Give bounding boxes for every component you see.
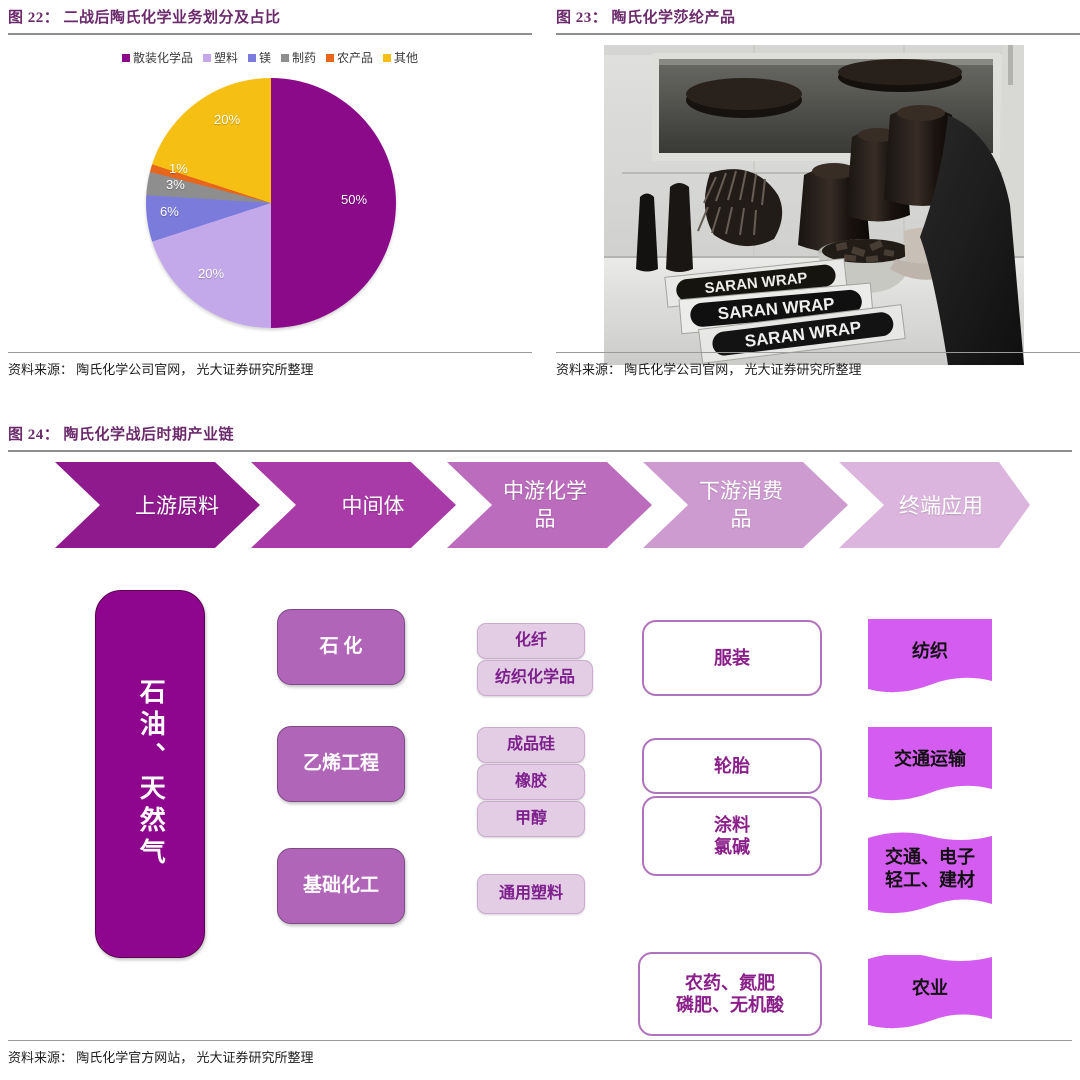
figure-22-title: 图 22： 二战后陶氏化学业务划分及占比 xyxy=(8,10,281,26)
photo-svg: SARAN WRAP SARAN WRAP SARAN WRAP xyxy=(604,45,1024,365)
chain-box-ethylene-project[interactable]: 乙烯工程 xyxy=(277,726,405,802)
figure-23-source-rule xyxy=(556,352,1080,353)
pie-slice-label-2: 6% xyxy=(160,204,179,219)
chain-box-finished-silicon[interactable]: 成品硅 xyxy=(477,727,585,763)
legend-swatch-icon xyxy=(202,53,211,62)
pie-disc xyxy=(146,78,396,328)
stage-chevron-4[interactable] xyxy=(643,462,848,548)
pie-slice-label-1: 20% xyxy=(198,266,225,281)
value-chain-stage-bar xyxy=(55,462,1030,548)
figure-24-source: 资料来源： 陶氏化学官方网站， 光大证券研究所整理 xyxy=(8,1040,1072,1067)
legend-label-0: 散装化学品 xyxy=(132,51,193,65)
stage-chevron-2[interactable] xyxy=(251,462,456,548)
chain-box-textile-chemicals[interactable]: 纺织化学品 xyxy=(477,660,593,696)
legend-swatch-icon xyxy=(326,53,335,62)
figure-24-source-rule xyxy=(8,1040,1072,1041)
chain-wave-agriculture[interactable] xyxy=(868,955,992,1039)
legend-item-1: 塑料 xyxy=(202,49,238,66)
pie-slice-label-0: 50% xyxy=(341,192,368,207)
legend-label-1: 塑料 xyxy=(213,51,238,65)
chain-box-coatings-line-1: 涂料 xyxy=(714,814,750,835)
chain-wave-transport-electronics[interactable] xyxy=(868,832,992,924)
stage-chevron-5[interactable] xyxy=(839,462,1030,548)
legend-swatch-icon xyxy=(121,53,130,62)
figure-22: 图 22： 二战后陶氏化学业务划分及占比 散装化学品 塑料 镁 制药 农 xyxy=(8,6,532,338)
figure-22-source-text: 资料来源： 陶氏化学公司官网， 光大证券研究所整理 xyxy=(8,362,314,377)
figure-23-source: 资料来源： 陶氏化学公司官网， 光大证券研究所整理 xyxy=(556,352,1080,379)
figure-24-rule xyxy=(8,450,1072,452)
saran-wrap-photo: SARAN WRAP SARAN WRAP SARAN WRAP xyxy=(604,45,1024,365)
figure-22-source-rule xyxy=(8,352,532,353)
chain-box-methanol[interactable]: 甲醇 xyxy=(477,801,585,837)
chain-wave-textile[interactable] xyxy=(868,619,992,703)
legend-label-2: 镁 xyxy=(258,51,271,65)
legend-swatch-icon xyxy=(383,53,392,62)
legend-item-5: 其他 xyxy=(383,49,418,66)
chain-wave-transport[interactable] xyxy=(868,727,992,811)
chain-box-coatings-line-2: 氯碱 xyxy=(714,837,750,857)
chain-box-agrochemicals-line-2: 磷肥、无机酸 xyxy=(676,995,784,1015)
legend-label-5: 其他 xyxy=(394,51,419,65)
figure-23: 图 23： 陶氏化学莎纶产品 xyxy=(556,6,1080,375)
figure-24: 图 24： 陶氏化学战后时期产业链 xyxy=(8,423,1072,452)
legend-label-4: 农产品 xyxy=(337,51,374,65)
pie-chart: 50% 20% 6% 3% 1% 20% xyxy=(8,70,532,338)
chain-box-agrochemicals-line-1: 农药、氮肥 xyxy=(685,972,775,993)
pie-slice-label-4: 1% xyxy=(169,161,188,176)
pie-legend: 散装化学品 塑料 镁 制药 农产品 其他 xyxy=(8,49,532,66)
chain-box-apparel[interactable]: 服装 xyxy=(642,620,822,696)
figure-22-rule xyxy=(8,33,532,35)
chain-box-basic-chemicals[interactable]: 基础化工 xyxy=(277,848,405,924)
chain-box-agrochemicals[interactable]: 农药、氮肥 磷肥、无机酸 xyxy=(638,952,822,1036)
legend-swatch-icon xyxy=(281,53,289,62)
legend-item-4: 农产品 xyxy=(326,49,373,66)
chain-box-tires[interactable]: 轮胎 xyxy=(642,738,822,794)
figure-22-source: 资料来源： 陶氏化学公司官网， 光大证券研究所整理 xyxy=(8,352,532,379)
chain-box-rubber[interactable]: 橡胶 xyxy=(477,764,585,800)
legend-item-0: 散装化学品 xyxy=(121,49,193,66)
chain-box-petrochemical[interactable]: 石 化 xyxy=(277,609,405,685)
stage-chevron-3[interactable] xyxy=(447,462,652,548)
stage-chevron-1[interactable] xyxy=(55,462,260,548)
legend-swatch-icon xyxy=(247,53,256,62)
figure-24-title: 图 24： 陶氏化学战后时期产业链 xyxy=(8,427,235,443)
figure-24-source-text: 资料来源： 陶氏化学官方网站， 光大证券研究所整理 xyxy=(8,1050,314,1065)
pie-slice-label-5: 20% xyxy=(214,112,241,127)
pie-slice-label-3: 3% xyxy=(166,177,185,192)
chain-box-coatings-chloralkali[interactable]: 涂料 氯碱 xyxy=(642,796,822,876)
chain-box-upstream-feedstock[interactable]: 石油、天然气 xyxy=(95,590,205,958)
figure-23-source-text: 资料来源： 陶氏化学公司官网， 光大证券研究所整理 xyxy=(556,362,862,377)
figure-23-rule xyxy=(556,33,1080,35)
legend-item-3: 制药 xyxy=(281,49,316,66)
chain-box-chemical-fiber[interactable]: 化纤 xyxy=(477,623,585,659)
chain-box-general-plastics[interactable]: 通用塑料 xyxy=(477,874,585,914)
figure-23-title: 图 23： 陶氏化学莎纶产品 xyxy=(556,10,736,26)
legend-item-2: 镁 xyxy=(247,49,271,66)
legend-label-3: 制药 xyxy=(292,51,317,65)
